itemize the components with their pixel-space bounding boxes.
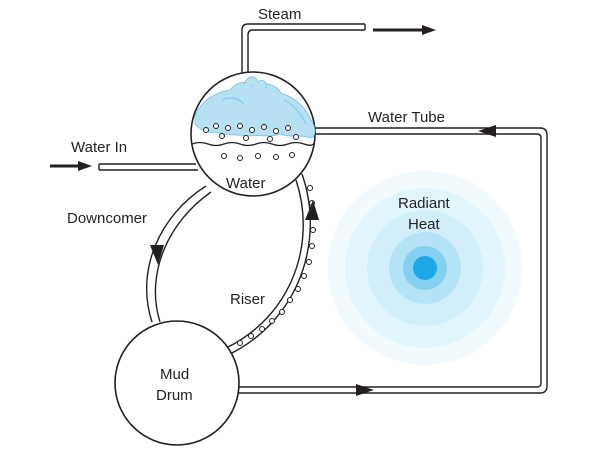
- label-radiant-heat-1: Radiant: [398, 195, 451, 212]
- mud-drum: [114, 320, 240, 446]
- label-steam: Steam: [258, 6, 301, 23]
- label-water: Water: [226, 175, 265, 192]
- arrowhead-icon: [150, 245, 164, 265]
- steam-cloud: [194, 76, 315, 139]
- heat-core: [413, 256, 437, 280]
- riser-tube: [225, 173, 311, 356]
- steam-bubbles: [203, 123, 299, 142]
- water-bubbles: [221, 152, 295, 161]
- label-downcomer: Downcomer: [67, 210, 147, 227]
- water-tube: [234, 127, 548, 394]
- label-water-tube: Water Tube: [368, 109, 445, 126]
- flow-arrows: [50, 25, 496, 396]
- arrow-right-icon: [373, 25, 436, 35]
- arrow-right-icon: [50, 161, 92, 171]
- label-water-in: Water In: [71, 139, 127, 156]
- label-radiant-heat-2: Heat: [408, 216, 441, 233]
- water-level: [191, 141, 315, 147]
- water-in-pipe: [98, 163, 198, 171]
- riser-bubbles: [237, 185, 316, 346]
- label-mud-drum-2: Drum: [156, 387, 193, 404]
- label-riser: Riser: [230, 291, 265, 308]
- label-mud-drum-1: Mud: [160, 366, 189, 383]
- arrowhead-icon: [478, 125, 496, 137]
- arrowhead-icon: [356, 384, 374, 396]
- steam-drum: [190, 71, 316, 197]
- radiant-heat-zone: [328, 171, 522, 365]
- steam-pipe: [241, 23, 366, 76]
- arrowhead-icon: [305, 200, 319, 220]
